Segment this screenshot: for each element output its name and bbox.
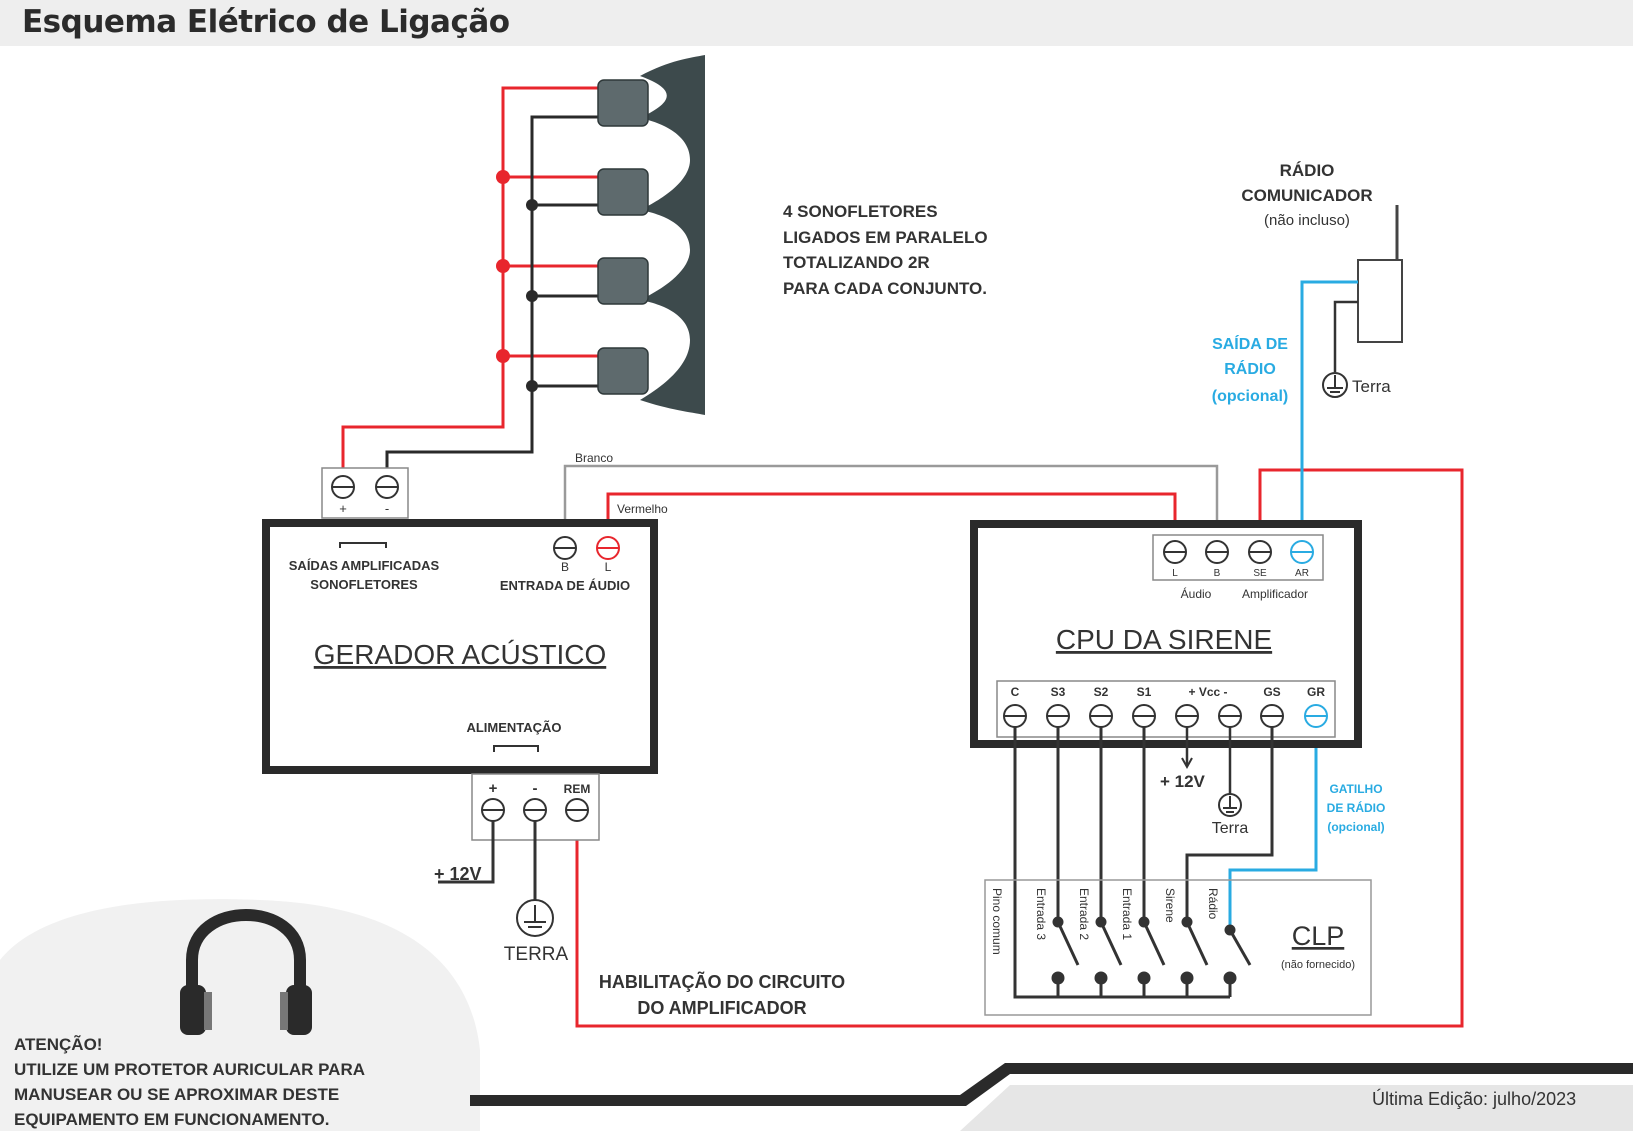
radio-trigger-label: GATILHO DE RÁDIO (opcional) xyxy=(1327,782,1386,834)
cpu-name: CPU DA SIRENE xyxy=(1056,624,1272,655)
horn-driver-3-icon xyxy=(597,257,649,305)
svg-text:Entrada 1: Entrada 1 xyxy=(1120,888,1134,940)
svg-text:(opcional): (opcional) xyxy=(1212,388,1288,405)
footer-edition: Última Edição: julho/2023 xyxy=(1372,1088,1576,1109)
svg-text:GATILHO: GATILHO xyxy=(1329,782,1382,796)
svg-text:+: + xyxy=(339,501,347,516)
svg-text:S1: S1 xyxy=(1137,685,1152,699)
horn-speakers xyxy=(597,55,705,415)
plc: Pino comum Entrada 3 Entrada 2 Entrada 1… xyxy=(984,879,1372,1016)
footer-gray-band xyxy=(478,1085,1633,1131)
svg-text:-: - xyxy=(533,780,538,797)
svg-text:COMUNICADOR: COMUNICADOR xyxy=(1241,186,1372,205)
svg-text:B: B xyxy=(561,560,569,574)
svg-text:+: + xyxy=(489,780,498,797)
warning-blob xyxy=(0,899,480,1131)
svg-text:ALIMENTAÇÃO: ALIMENTAÇÃO xyxy=(466,720,561,735)
headphones-icon xyxy=(180,909,312,1035)
speaker-wires xyxy=(341,86,605,478)
svg-text:AR: AR xyxy=(1295,568,1309,579)
footer-black-stripe xyxy=(470,1063,1633,1106)
plc-wires xyxy=(1013,727,1274,999)
svg-text:Amplificador: Amplificador xyxy=(1242,587,1308,601)
horn-driver-1-icon xyxy=(597,79,649,127)
svg-text:SONOFLETORES: SONOFLETORES xyxy=(310,577,418,592)
svg-text:L: L xyxy=(605,560,612,574)
acoustic-generator: GERADOR ACÚSTICO + - SAÍDAS AMPLIFICADAS… xyxy=(262,467,658,965)
svg-text:DO AMPLIFICADOR: DO AMPLIFICADOR xyxy=(637,998,806,1018)
radio-communicator: RÁDIO COMUNICADOR (não incluso) Terra xyxy=(1241,161,1403,398)
svg-text:Entrada 2: Entrada 2 xyxy=(1077,888,1091,940)
horn-driver-4-icon xyxy=(597,347,649,395)
radio-ground-icon xyxy=(1322,372,1348,398)
white-wire-label: Branco xyxy=(575,451,613,465)
svg-text:GS: GS xyxy=(1263,685,1280,699)
svg-text:UTILIZE UM PROTETOR AURICULAR: UTILIZE UM PROTETOR AURICULAR PARA xyxy=(14,1060,365,1079)
red-wire-label: Vermelho xyxy=(617,502,668,516)
svg-text:S2: S2 xyxy=(1094,685,1109,699)
plc-note: (não fornecido) xyxy=(1281,959,1355,971)
svg-text:4 SONOFLETORES: 4 SONOFLETORES xyxy=(783,202,938,221)
svg-text:Rádio: Rádio xyxy=(1206,888,1220,920)
svg-text:REM: REM xyxy=(564,782,591,796)
svg-text:HABILITAÇÃO DO CIRCUITO: HABILITAÇÃO DO CIRCUITO xyxy=(599,971,845,992)
svg-text:RÁDIO: RÁDIO xyxy=(1280,161,1335,180)
siren-cpu: CPU DA SIRENE L B SE AR Áudio Amplificad… xyxy=(970,520,1362,837)
page-title: Esquema Elétrico de Ligação xyxy=(22,4,510,40)
horn-body-icon xyxy=(640,55,705,415)
svg-text:(opcional): (opcional) xyxy=(1327,820,1384,834)
svg-text:S3: S3 xyxy=(1051,685,1066,699)
cpu-ground-label: Terra xyxy=(1212,820,1249,837)
svg-text:Áudio: Áudio xyxy=(1181,586,1212,601)
horn-driver-2-icon xyxy=(597,168,649,216)
svg-text:LIGADOS EM PARALELO: LIGADOS EM PARALELO xyxy=(783,228,988,247)
generator-ground-label: TERRA xyxy=(504,944,569,965)
svg-text:L: L xyxy=(1172,568,1178,579)
svg-text:SE: SE xyxy=(1253,568,1267,579)
svg-text:ATENÇÃO!: ATENÇÃO! xyxy=(14,1034,102,1054)
radio-output-label: SAÍDA DE RÁDIO (opcional) xyxy=(1212,334,1288,405)
signal-wires xyxy=(563,280,1464,1028)
svg-text:Entrada 3: Entrada 3 xyxy=(1034,888,1048,940)
svg-text:DE RÁDIO: DE RÁDIO xyxy=(1327,800,1386,815)
cpu-ground-icon xyxy=(1218,793,1242,817)
svg-text:SAÍDAS AMPLIFICADAS: SAÍDAS AMPLIFICADAS xyxy=(289,558,440,573)
svg-text:GR: GR xyxy=(1307,685,1325,699)
svg-text:+ Vcc -: + Vcc - xyxy=(1188,685,1227,699)
svg-text:B: B xyxy=(1214,568,1221,579)
generator-name: GERADOR ACÚSTICO xyxy=(314,639,606,670)
svg-text:Terra: Terra xyxy=(1352,377,1391,396)
generator-ground-icon xyxy=(516,899,554,937)
junction-dots xyxy=(496,170,538,392)
warning-text: ATENÇÃO! UTILIZE UM PROTETOR AURICULAR P… xyxy=(14,1034,365,1129)
svg-text:SAÍDA DE: SAÍDA DE xyxy=(1212,334,1288,353)
plc-name: CLP xyxy=(1292,921,1345,951)
svg-text:Sirene: Sirene xyxy=(1163,888,1177,923)
generator-supply-label: + 12V xyxy=(434,864,482,884)
svg-text:MANUSEAR OU SE APROXIMAR DESTE: MANUSEAR OU SE APROXIMAR DESTE xyxy=(14,1085,339,1104)
header-bar xyxy=(0,0,1633,46)
plc-switch-icons xyxy=(1051,916,1252,997)
cpu-supply-label: + 12V xyxy=(1160,772,1206,791)
svg-text:Pino comum: Pino comum xyxy=(990,888,1004,955)
radio-device-icon xyxy=(1357,259,1403,343)
svg-text:PARA CADA CONJUNTO.: PARA CADA CONJUNTO. xyxy=(783,279,987,298)
svg-text:C: C xyxy=(1011,685,1020,699)
amp-enable-label: HABILITAÇÃO DO CIRCUITO DO AMPLIFICADOR xyxy=(599,971,845,1018)
svg-text:TOTALIZANDO 2R: TOTALIZANDO 2R xyxy=(783,253,930,272)
svg-text:-: - xyxy=(385,501,389,516)
svg-text:EQUIPAMENTO EM FUNCIONAMENTO.: EQUIPAMENTO EM FUNCIONAMENTO. xyxy=(14,1110,329,1129)
svg-text:ENTRADA DE ÁUDIO: ENTRADA DE ÁUDIO xyxy=(500,578,630,593)
svg-text:RÁDIO: RÁDIO xyxy=(1224,359,1276,378)
svg-text:(não incluso): (não incluso) xyxy=(1264,212,1350,229)
speakers-note: 4 SONOFLETORES LIGADOS EM PARALELO TOTAL… xyxy=(783,202,988,298)
